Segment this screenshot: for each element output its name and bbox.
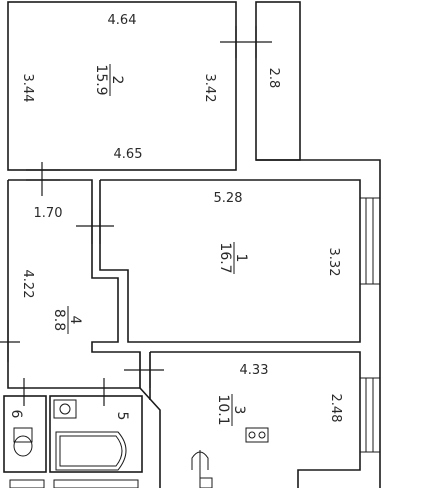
window-room-3 — [360, 377, 380, 453]
room-3-right-dim: 2.48 — [328, 394, 343, 423]
room-2-right-dim: 3.42 — [202, 74, 217, 103]
toilet-fixture — [13, 427, 33, 457]
room-1-right-dim: 3.32 — [326, 248, 341, 277]
room-1-area: 16.7 — [217, 242, 233, 273]
room-4-length-dim: 4.22 — [20, 270, 35, 299]
door-entrance — [0, 320, 20, 362]
room-5-number: 5 — [114, 412, 130, 421]
room-1-label: 1 16.7 — [217, 242, 249, 274]
door-room-2-balcony — [220, 26, 272, 58]
room-3-number: 3 — [231, 406, 247, 415]
room-5-outline — [49, 395, 143, 473]
room-3-label: 3 10.1 — [215, 394, 247, 426]
room-4-area: 8.8 — [51, 309, 67, 331]
room-3-lower-left-wall — [139, 387, 161, 488]
sink-fixture — [53, 399, 77, 419]
room-3-top-dim: 4.33 — [240, 363, 269, 378]
stove-fixture — [245, 427, 269, 443]
room-6-number: 6 — [8, 410, 24, 419]
room-2-label: 2 15.9 — [93, 64, 125, 96]
balcony-lower-wall — [256, 159, 381, 488]
room-1-outline — [99, 179, 361, 343]
room-2-number: 2 — [109, 76, 125, 85]
room-3-area: 10.1 — [215, 394, 231, 425]
room-2-outline — [7, 1, 237, 171]
room-1-number: 1 — [233, 254, 249, 263]
door-room-2-corridor — [26, 162, 60, 196]
room-2-bottom-dim: 4.65 — [114, 147, 143, 162]
balcony-dim: 2.8 — [266, 68, 281, 89]
room-4-width-dim: 1.70 — [34, 206, 63, 221]
bathtub-fixture — [55, 431, 127, 471]
room-2-left-dim: 3.44 — [20, 74, 35, 103]
window-room-1 — [360, 197, 380, 285]
room-4-outline — [7, 179, 141, 389]
room-3-outline — [150, 351, 361, 488]
door-room-1 — [76, 210, 114, 244]
lower-fixtures — [9, 477, 213, 488]
room-2-top-dim: 4.64 — [108, 13, 137, 28]
room-6-outline — [3, 395, 47, 473]
room-4-label: 4 8.8 — [51, 306, 83, 334]
room-4-number: 4 — [67, 316, 83, 325]
room-2-area: 15.9 — [93, 64, 109, 95]
room-1-top-dim: 5.28 — [214, 191, 243, 206]
door-room-3 — [124, 352, 164, 388]
